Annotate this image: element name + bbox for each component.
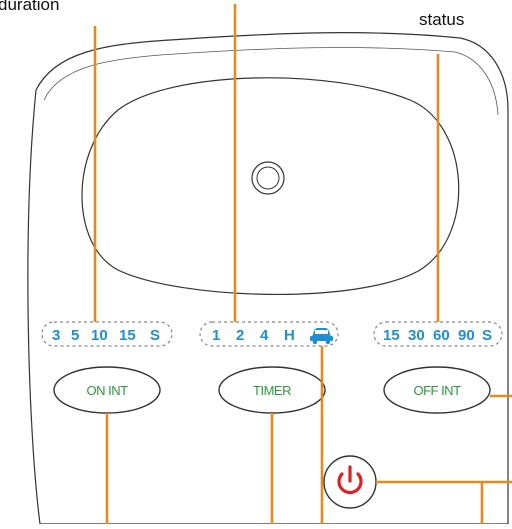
device-inner-contour <box>43 47 499 116</box>
timer-unit: H <box>284 327 295 344</box>
callout-duration: duration <box>0 0 60 14</box>
off-interval-value: 60 <box>433 327 450 344</box>
timer-button-label: TIMER <box>253 383 291 398</box>
on-int-button[interactable]: ON INT <box>53 366 161 414</box>
off-int-button-label: OFF INT <box>413 383 461 398</box>
on-interval-value: 10 <box>91 327 108 344</box>
on-interval-unit: S <box>150 327 160 344</box>
timer-value: 4 <box>260 327 269 344</box>
off-int-button[interactable]: OFF INT <box>383 366 491 414</box>
off-interval-value: 30 <box>408 327 425 344</box>
center-oval-panel <box>81 77 460 295</box>
device-body-outline <box>27 32 509 525</box>
off-interval-value: 15 <box>383 327 400 344</box>
leader-lines <box>93 4 512 524</box>
power-icon <box>337 465 363 495</box>
timer-value: 1 <box>212 327 220 344</box>
center-sensor-inner <box>256 166 280 190</box>
power-button[interactable] <box>323 455 377 509</box>
timer-button[interactable]: TIMER <box>218 366 326 414</box>
on-int-button-label: ON INT <box>86 383 128 398</box>
callout-status: status <box>419 10 465 29</box>
on-interval-value: 15 <box>119 327 136 344</box>
timer-indicator-frame <box>199 321 339 347</box>
center-sensor-outer <box>251 161 285 195</box>
timer-value: 2 <box>236 327 244 344</box>
car-icon <box>310 328 333 345</box>
off-interval-value: 90 <box>458 327 475 344</box>
on-interval-value: 3 <box>52 327 60 344</box>
on-interval-value: 5 <box>71 327 79 344</box>
off-interval-unit: S <box>482 327 492 344</box>
off-interval-indicator-frame <box>373 321 503 347</box>
